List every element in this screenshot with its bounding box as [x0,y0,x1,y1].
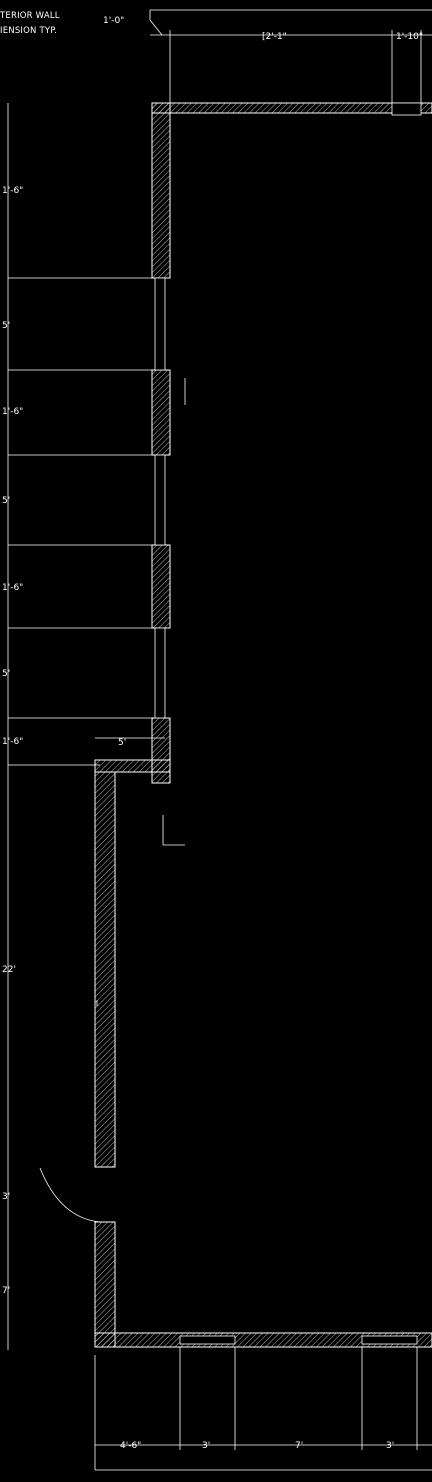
bottom-wall [94,1332,432,1348]
top-dim-2: [2'-1" [262,32,287,42]
step-dim: 5' [118,738,126,748]
door-swing [39,1167,101,1223]
bottom-dim-c: 7' [295,1441,303,1451]
wall-note-line1: TERIOR WALL [0,11,60,21]
left-dim-c: 1'-6" [2,407,23,417]
bottom-dim-a: 4'-6" [120,1441,141,1451]
top-dimension-string: 1'-0" [2'-1" 1'-10" [103,9,432,105]
left-dim-f: 5' [2,669,10,679]
leader-line [149,19,163,36]
bottom-dim-d: 3' [386,1441,394,1451]
left-dimension-string: 1'-6" 5' 1'-6" 5' 1'-6" 5' 1'-6" 22' 3' … [2,103,160,1350]
left-dim-d: 5' [2,496,10,506]
lower-left-wall [39,771,116,1348]
left-dim-h: 22' [2,965,16,975]
left-dim-i: 3' [2,1192,10,1202]
left-dim-b: 5' [2,321,10,331]
left-dim-a: 1'-6" [2,186,23,196]
top-dim-1: 1'-0" [103,16,124,26]
left-dim-g: 1'-6" [2,737,23,747]
top-dim-3: 1'-10" [396,32,423,42]
left-dim-e: 1'-6" [2,583,23,593]
bottom-dim-b: 3' [202,1441,210,1451]
left-dim-j: 7' [2,1286,10,1296]
bottom-dimension-string: 4'-6" 3' 7' 3' [94,1347,432,1471]
step-wall: 5' [94,737,185,846]
wall-note-line2: IENSION TYP. [0,26,57,36]
upper-wall [151,102,432,784]
